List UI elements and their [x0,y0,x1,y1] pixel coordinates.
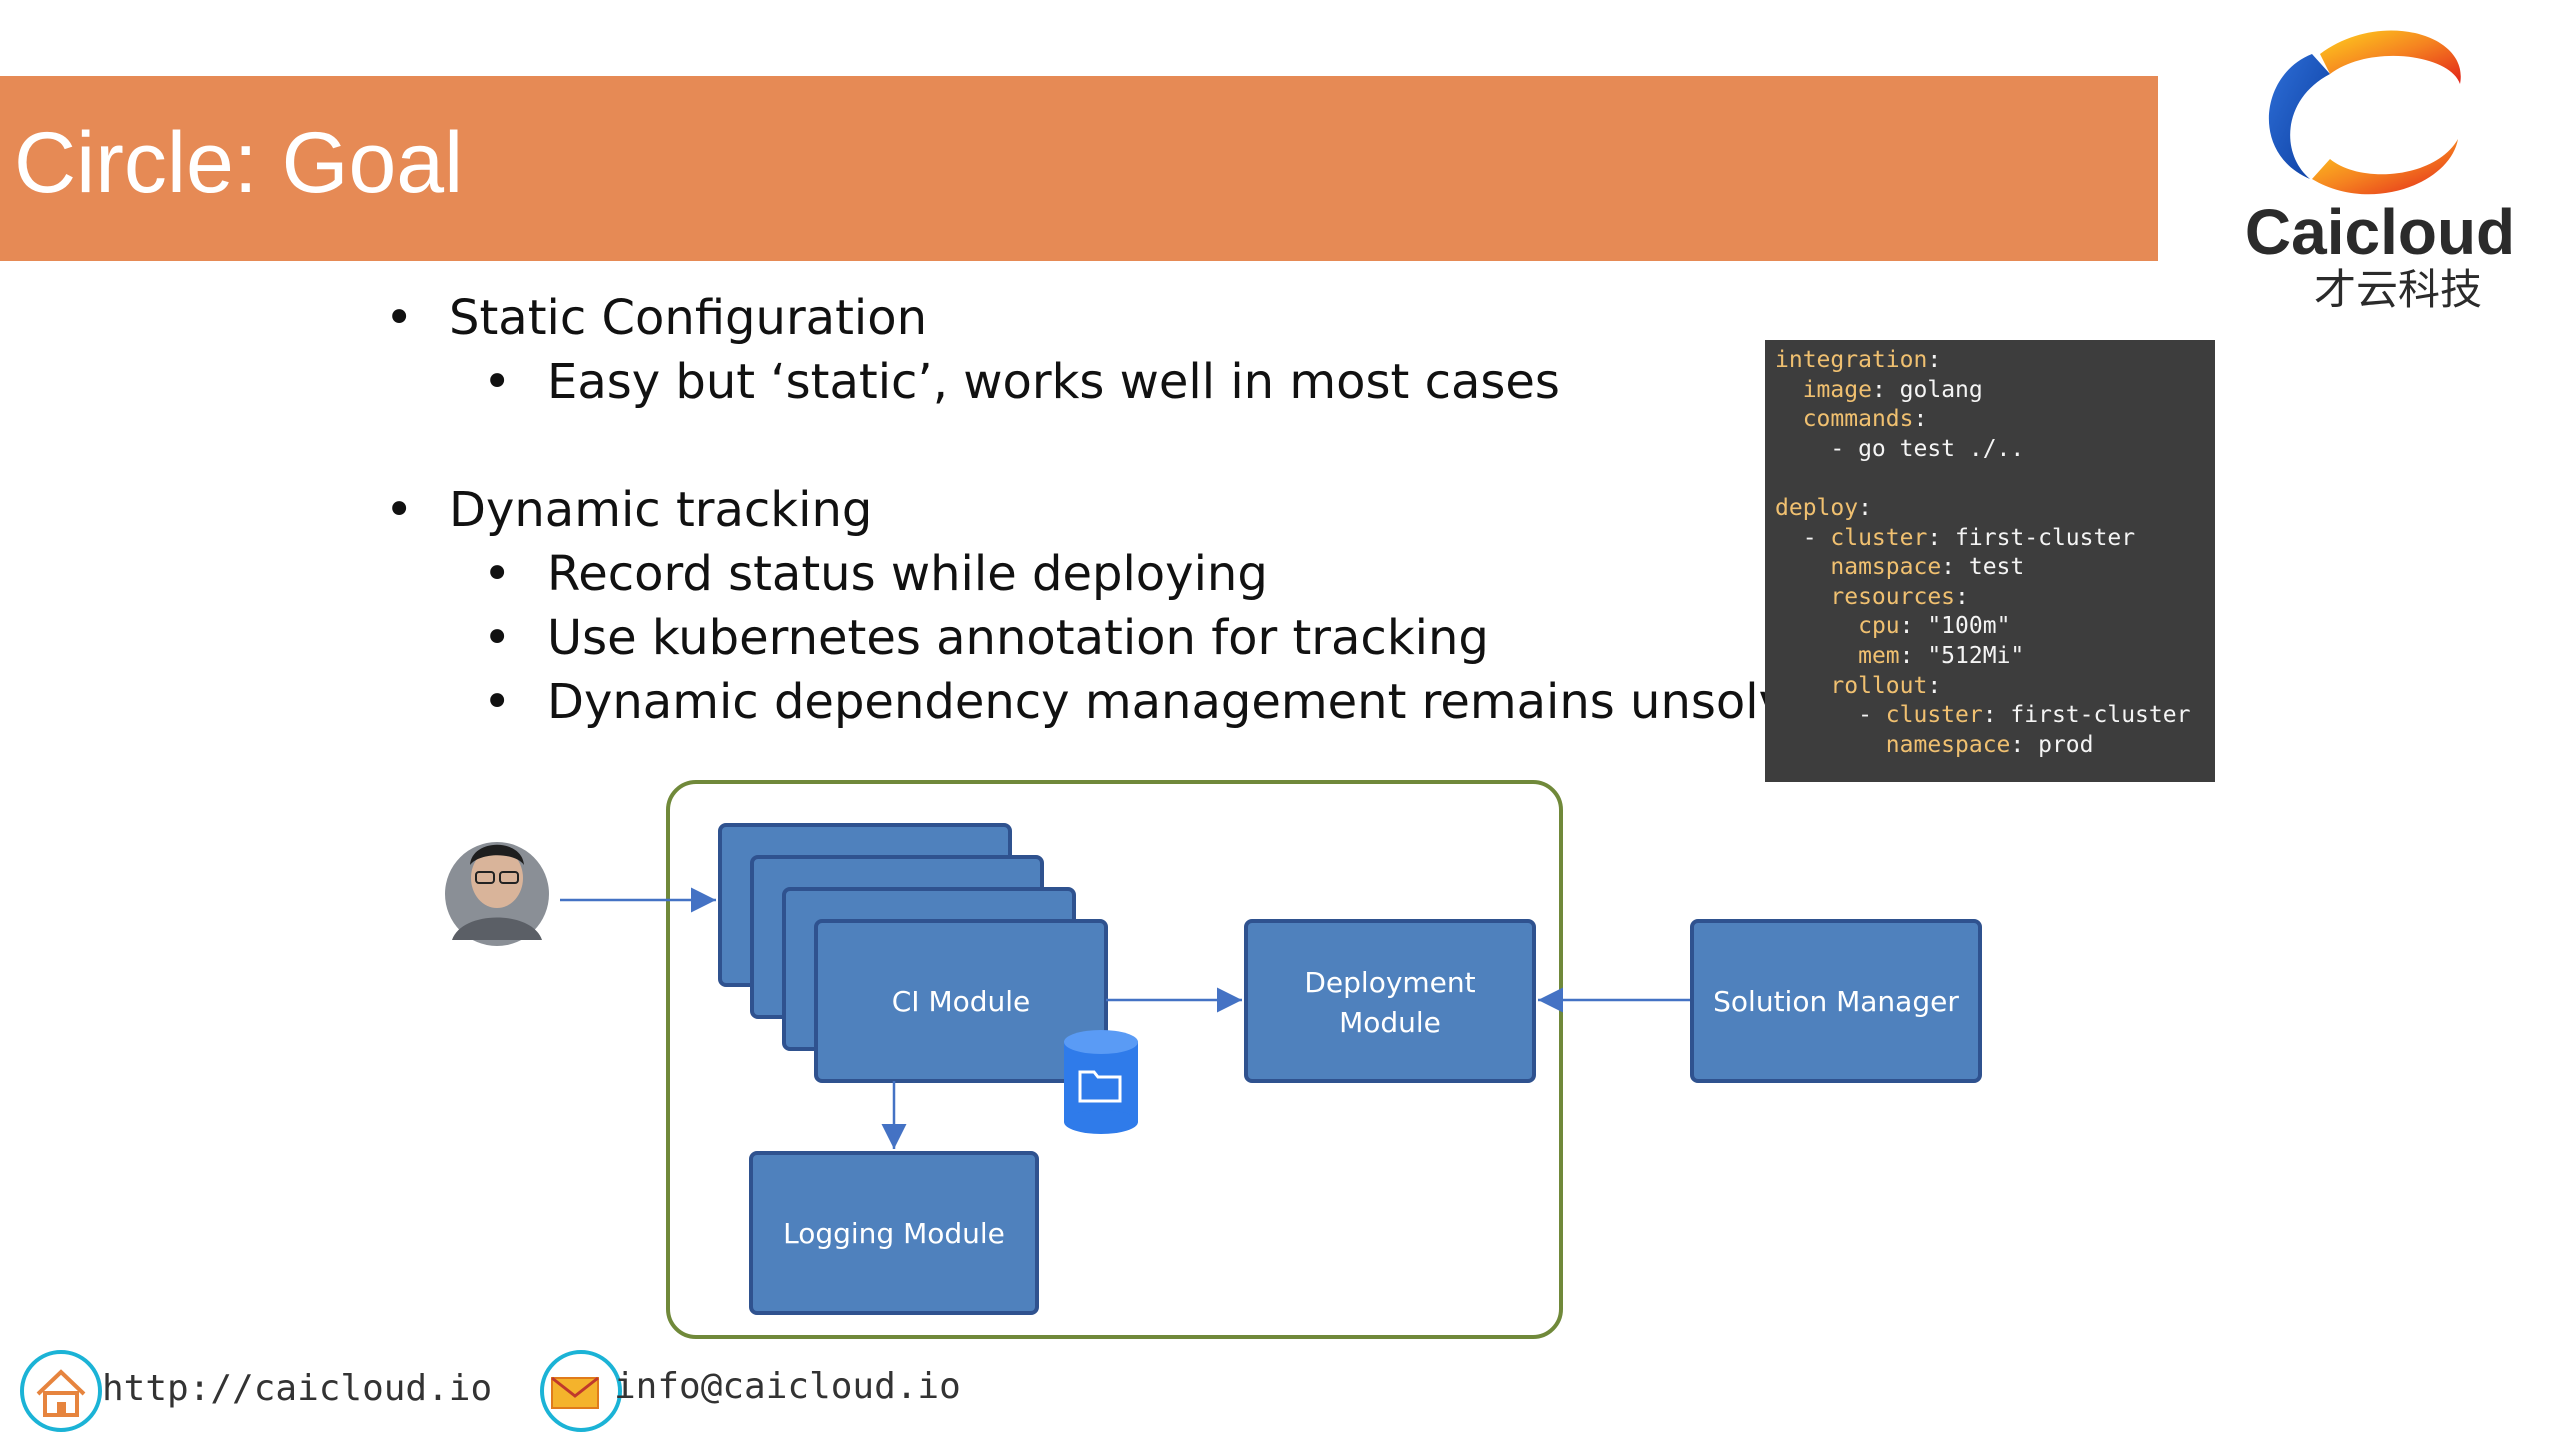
code-line: - cluster: first-cluster [1775,701,2205,731]
code-line: commands: [1775,405,2205,435]
code-key: image [1802,376,1872,403]
email-icon [540,1350,622,1432]
bullet-label: Dynamic tracking [449,482,873,538]
code-text: : first-cluster [1982,702,2191,729]
code-text: : test [1941,554,2025,581]
solution-manager-label: Solution Manager [1713,985,1959,1018]
code-key: integration [1775,347,1928,373]
deployment-module-label-line1: Deployment [1304,966,1475,999]
sub-bullet-label: Use kubernetes annotation for tracking [547,610,1489,666]
logo-wordmark: Caicloud [2245,196,2515,268]
code-text [1775,584,1830,610]
architecture-diagram: CI Module Deployment Module Solution Man… [445,780,1982,1339]
code-key: mem [1858,642,1900,669]
code-text: : [1927,672,1942,699]
ci-module-label: CI Module [892,985,1031,1018]
code-line: namespace: prod [1775,731,2205,761]
code-key: deploy [1775,494,1859,521]
code-text [1775,673,1830,699]
code-line: namspace: test [1775,553,2205,583]
code-text [1775,377,1803,403]
email-link[interactable]: info@caicloud.io [614,1366,961,1407]
code-key: cpu [1858,613,1900,640]
slide-title: Circle: Goal [14,115,464,211]
code-line: resources: [1775,583,2205,613]
code-text [1775,732,1886,758]
logo-lower-swoosh-icon [2312,139,2458,195]
storage-database-icon [1064,1030,1138,1134]
code-line: mem: "512Mi" [1775,642,2205,672]
code-line: deploy: [1775,494,2205,524]
deployment-module-label-line2: Module [1339,1006,1441,1039]
logo-blue-swoosh-icon [2268,54,2330,179]
module-container [666,780,1563,1339]
sub-bullet-item: •Easy but ‘static’, works well in most c… [483,354,1560,410]
sub-bullet-label: Easy but ‘static’, works well in most ca… [547,354,1560,410]
code-text: - go test ./.. [1775,435,2025,462]
code-text: : [1913,406,1928,433]
title-banner: Circle: Goal [0,76,2158,261]
code-text: : "100m" [1899,613,2011,640]
code-line: rollout: [1775,672,2205,702]
code-line: - cluster: first-cluster [1775,524,2205,554]
solution-manager-box [1690,919,1982,1083]
website-link[interactable]: http://caicloud.io [102,1368,493,1409]
bullet-item: •Static Configuration [385,290,928,346]
code-text: : [1858,494,1872,521]
code-text: : [1955,583,1969,610]
code-line: - go test ./.. [1775,435,2205,465]
code-key: resources [1830,583,1956,610]
code-text: - [1775,702,1886,729]
logo-warm-swoosh-icon [2320,30,2461,84]
code-line: image: golang [1775,376,2205,406]
yaml-code-snippet: integration: image: golang commands: - g… [1765,340,2215,782]
code-text [1775,406,1803,432]
code-text: : [1927,347,1942,373]
sub-bullet-label: Dynamic dependency management remains un… [547,674,1848,730]
logging-module-box [749,1151,1039,1315]
code-key: cluster [1830,524,1928,551]
sub-bullet-item: •Use kubernetes annotation for tracking [483,610,1489,666]
logo-subtitle: 才云科技 [2314,265,2482,314]
code-key: cluster [1885,702,1983,729]
sub-bullet-label: Record status while deploying [547,546,1268,602]
caicloud-logo: Caicloud 才云科技 [2245,30,2515,314]
deployment-module-box [1244,919,1536,1083]
bullet-label: Static Configuration [449,290,928,346]
code-key: namespace [1885,731,2011,758]
code-text [1775,554,1830,580]
code-line: integration: [1775,346,2205,376]
user-avatar [445,842,549,946]
sub-bullet-item: •Record status while deploying [483,546,1268,602]
code-key: commands [1802,406,1914,433]
code-text: : "512Mi" [1899,642,2025,669]
code-line: cpu: "100m" [1775,612,2205,642]
code-key: rollout [1830,672,1928,699]
code-key: namspace [1830,554,1942,581]
sub-bullet-item: •Dynamic dependency management remains u… [483,674,1848,730]
code-line [1775,464,2205,494]
code-text [1775,613,1858,639]
logging-module-label: Logging Module [783,1217,1005,1250]
home-icon [20,1350,102,1432]
code-text: : first-cluster [1927,524,2136,551]
code-text: : golang [1871,376,1983,403]
code-text: - [1775,524,1831,551]
bullet-item: •Dynamic tracking [385,482,873,538]
code-text [1775,643,1858,669]
code-text: : prod [2010,731,2094,758]
